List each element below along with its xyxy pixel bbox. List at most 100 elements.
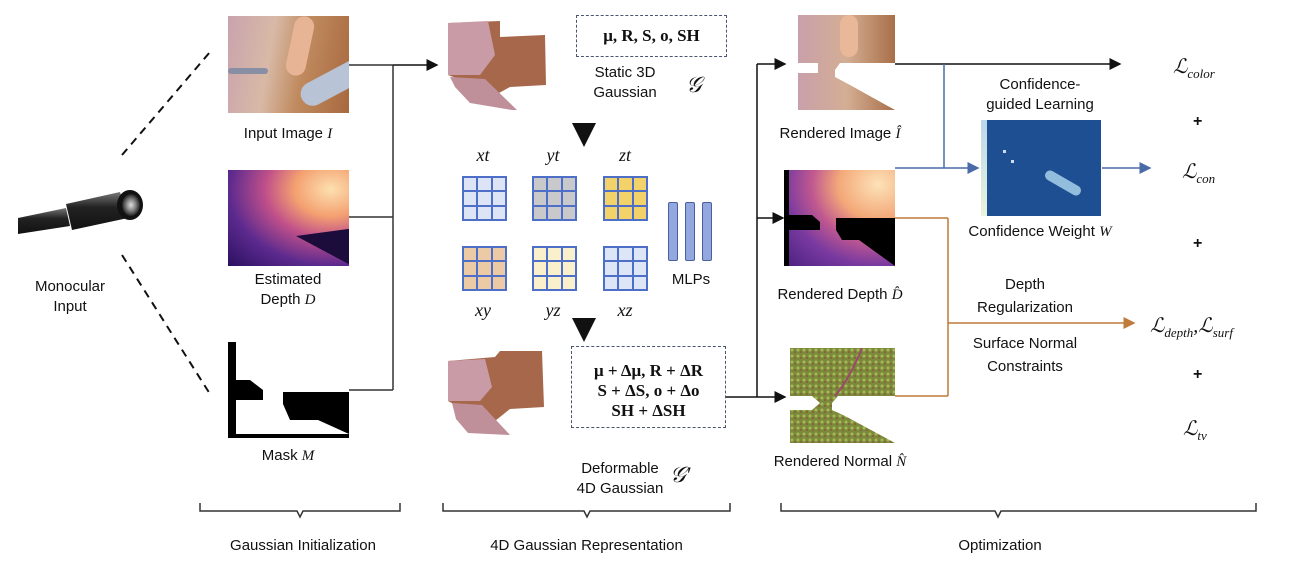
mask-symbol: M [301, 448, 315, 464]
plane-grid-yz [532, 246, 577, 291]
confidence-weight-label: Confidence Weight W [940, 222, 1140, 242]
monocular-input-label: Monocular Input [20, 277, 120, 317]
plane-cell [463, 275, 478, 290]
plane-cell [547, 191, 562, 206]
depth-reg-line1: Depth [1004, 276, 1046, 293]
static-gaussian-render [440, 15, 560, 110]
mask-text: Mask [261, 447, 298, 464]
plane-cell [547, 205, 562, 220]
plane-label-xz: xz [617, 300, 633, 320]
loss-depth-symbol: ℒ [1150, 315, 1165, 337]
confidence-weight-map [981, 120, 1101, 216]
plus-2: + [1193, 235, 1203, 252]
estimated-depth-line1: Estimated [254, 271, 322, 288]
plane-cell [632, 205, 647, 220]
plane-cell [618, 191, 633, 206]
plane-cell [463, 247, 478, 262]
plane-cell [604, 261, 619, 276]
static-gaussian-label: Static 3D Gaussian [585, 63, 665, 103]
plane-cell [533, 177, 548, 192]
rendered-depth-label: Rendered Depth D̂ [770, 285, 910, 305]
confidence-weight-text: Confidence Weight [968, 223, 1095, 240]
input-image-label: Input Image I [218, 124, 358, 144]
confidence-title-line2: guided Learning [986, 96, 1094, 113]
plane-grid-xz [603, 246, 648, 291]
plane-grid-xt [462, 176, 507, 221]
estimated-depth-image [228, 170, 349, 266]
section-label-optimization: Optimization [958, 537, 1042, 554]
plane-label-yz: yz [545, 300, 561, 320]
plane-cell [561, 191, 576, 206]
plane-cell [477, 205, 492, 220]
input-image-symbol: I [327, 126, 333, 142]
rendered-image-text: Rendered Image [779, 125, 892, 142]
brace-4d-representation [442, 503, 731, 519]
rendered-image [790, 15, 895, 110]
static-gaussian-symbol: 𝒢 [686, 72, 702, 97]
deformable-line2: 4D Gaussian [576, 480, 664, 497]
plane-cell [618, 177, 633, 192]
plane-cell [632, 261, 647, 276]
brace-gaussian-init [199, 503, 401, 519]
loss-comma: , [1193, 315, 1199, 337]
plane-cell [561, 247, 576, 262]
plane-cell [491, 261, 506, 276]
plane-cell [547, 177, 562, 192]
section-label-gaussian-init: Gaussian Initialization [230, 537, 376, 554]
plane-label-xy: xy [475, 300, 491, 320]
plane-cell [463, 205, 478, 220]
loss-color-sub: color [1187, 66, 1215, 81]
surface-normal-line1: Surface Normal [972, 335, 1078, 352]
camera-dash-top [121, 51, 211, 156]
plus-3: + [1193, 366, 1203, 383]
plane-label-xt: xt [476, 145, 490, 165]
plane-cell [463, 191, 478, 206]
loss-con: ℒcon [1182, 159, 1215, 187]
plane-cell [632, 275, 647, 290]
loss-color-symbol: ℒ [1173, 56, 1188, 78]
plane-cell [561, 261, 576, 276]
loss-depth-sub: depth [1164, 325, 1194, 340]
plane-cell [632, 177, 647, 192]
mlp-layer-1 [668, 202, 678, 261]
loss-color: ℒcolor [1173, 54, 1215, 82]
input-image-text: Input Image [243, 125, 324, 142]
static-gaussian-line2: Gaussian [593, 84, 657, 101]
plane-cell [618, 261, 633, 276]
plane-cell [561, 205, 576, 220]
rendered-normal-symbol: N̂ [896, 454, 907, 470]
plane-cell [533, 247, 548, 262]
surface-normal-line2: Constraints [987, 358, 1063, 375]
plane-cell [533, 261, 548, 276]
plane-cell [618, 205, 633, 220]
confidence-guided-title: Confidence- guided Learning [970, 75, 1110, 115]
estimated-depth-label: Estimated Depth D [218, 270, 358, 310]
mask-image [228, 342, 349, 438]
loss-tv-sub: tv [1197, 428, 1207, 443]
plane-cell [477, 191, 492, 206]
plane-grid-xy [462, 246, 507, 291]
deformable-gaussian-label: Deformable 4D Gaussian [570, 459, 670, 499]
plane-cell [547, 275, 562, 290]
loss-tv-symbol: ℒ [1183, 418, 1198, 440]
plane-cell [604, 247, 619, 262]
deform-params-line3: SH + ΔSH [611, 401, 686, 420]
depth-regularization-label: Depth Regularization [960, 275, 1090, 318]
plus-1: + [1193, 113, 1203, 130]
rendered-depth-image [784, 170, 895, 266]
estimated-depth-line2: Depth [260, 291, 301, 308]
plane-cell [533, 205, 548, 220]
plane-grid-zt [603, 176, 648, 221]
mlp-label: MLPs [671, 271, 711, 288]
deform-params-line2: S + ΔS, o + Δo [597, 381, 700, 400]
static-gaussian-params: μ, R, S, o, SH [603, 26, 700, 45]
plane-label-yt: yt [546, 145, 560, 165]
plane-cell [477, 177, 492, 192]
rendered-image-symbol: Î [895, 126, 901, 142]
rendered-normal-text: Rendered Normal [773, 453, 893, 470]
plane-grid-yt [532, 176, 577, 221]
plane-cell [547, 261, 562, 276]
plane-cell [491, 205, 506, 220]
camera-dash-bottom [121, 254, 211, 395]
rendered-image-label: Rendered Image Î [770, 124, 910, 144]
